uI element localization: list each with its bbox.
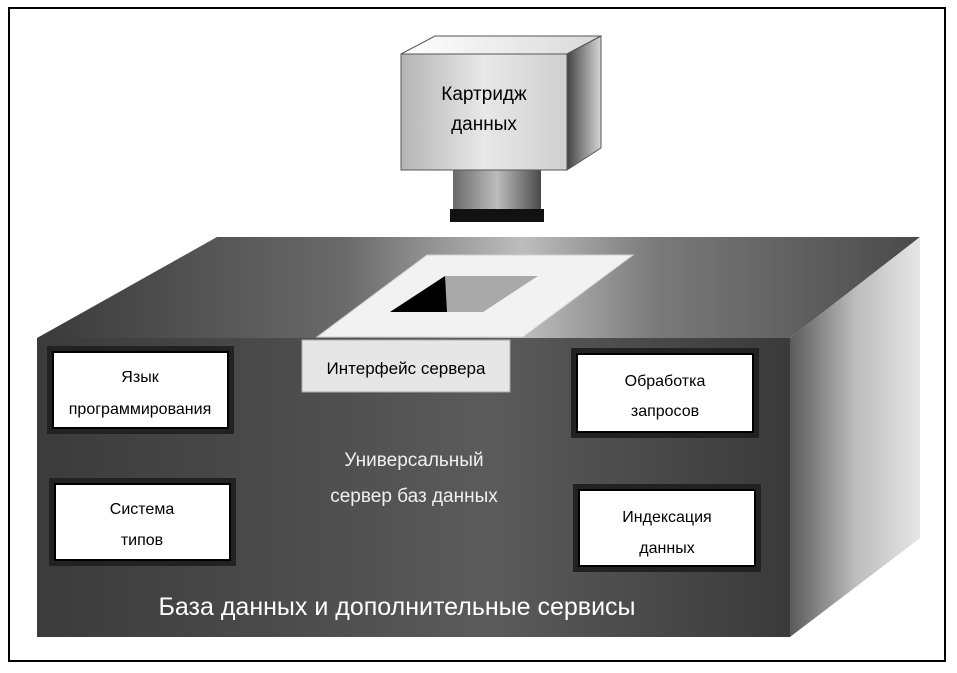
universal-server-line1: Универсальный xyxy=(344,450,483,471)
socket-hole-shadow xyxy=(390,276,447,312)
type-system-box: Система типов xyxy=(49,478,236,566)
server-interface-label: Интерфейс сервера xyxy=(327,359,486,378)
cartridge-top-face xyxy=(400,35,602,55)
programming-language-line2: программирования xyxy=(69,401,211,418)
type-system-line2: типов xyxy=(121,532,163,549)
programming-language-box: Язык программирования xyxy=(47,346,234,434)
data-indexing-line1: Индексация xyxy=(622,509,711,526)
cartridge-label-line1: Картридж xyxy=(441,84,527,105)
data-indexing-line2: данных xyxy=(639,540,694,557)
cartridge-label-line2: данных xyxy=(451,114,517,135)
base-caption: База данных и дополнительные сервисы xyxy=(158,593,635,621)
server-interface-box xyxy=(301,339,511,393)
cartridge-side-face xyxy=(566,35,602,171)
programming-language-line1: Язык xyxy=(121,369,159,386)
data-indexing-box: Индексация данных xyxy=(573,484,761,572)
cartridge-stem-base xyxy=(450,209,544,222)
type-system-line1: Система xyxy=(110,501,175,518)
cartridge-front-face xyxy=(400,53,568,171)
base-side-face xyxy=(790,237,920,637)
query-processing-box: Обработка запросов xyxy=(571,348,759,438)
query-processing-line2: запросов xyxy=(631,403,699,420)
query-processing-line1: Обработка xyxy=(625,373,706,390)
universal-server-line2: сервер баз данных xyxy=(330,486,498,507)
